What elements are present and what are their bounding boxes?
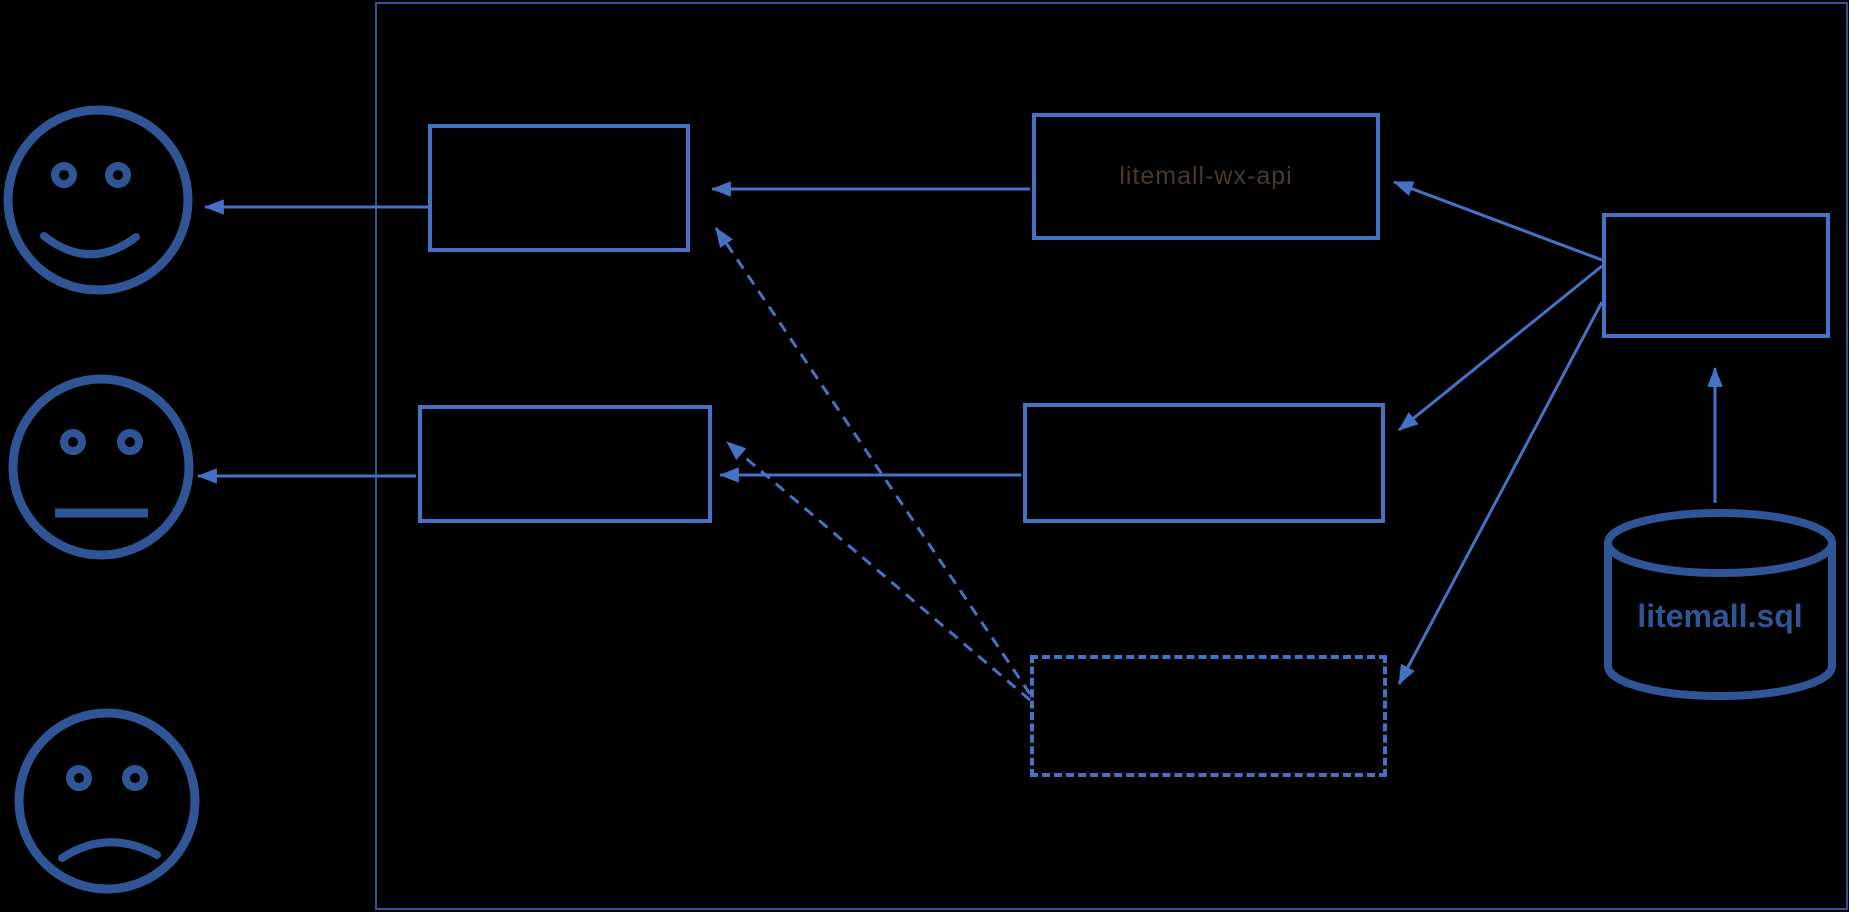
box-row2-left: [418, 405, 712, 523]
arrow-box-right-to-box-row2-mid: [1398, 264, 1603, 432]
database-label: litemall.sql: [1637, 598, 1803, 634]
happy-face-icon: [3, 105, 193, 295]
neutral-face-icon: [8, 374, 194, 560]
litemall-wx-api-label: litemall-wx-api: [1119, 162, 1293, 190]
database-cylinder-icon: [1604, 509, 1836, 700]
box-right: [1602, 213, 1830, 338]
outer-container-frame: [375, 2, 1848, 910]
dashed-box: [1030, 655, 1387, 777]
arrow-box-right-to-dashed-box: [1397, 301, 1604, 685]
dashed-arrow-dashed-box-to-box-top-left: [714, 227, 1032, 695]
box-top-left: [428, 124, 690, 252]
sad-face-icon: [14, 708, 200, 894]
box-row2-mid: [1023, 403, 1385, 523]
arrow-box-right-to-wxapi: [1392, 180, 1603, 262]
dashed-arrow-dashed-box-to-box-row2-left: [726, 440, 1031, 702]
litemall-wx-api-box: litemall-wx-api: [1032, 113, 1380, 240]
